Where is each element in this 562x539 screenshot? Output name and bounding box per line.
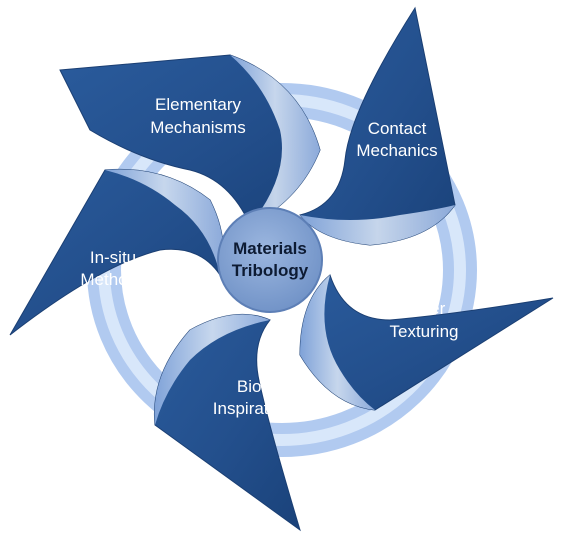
label-bio-line2: Inspiration bbox=[213, 399, 291, 418]
hub-label-line2: Tribology bbox=[232, 261, 309, 280]
hub-label-line1: Materials bbox=[233, 239, 307, 258]
label-insitu-line1: In-situ bbox=[90, 248, 136, 267]
label-insitu-line2: Methods bbox=[80, 270, 145, 289]
label-laser-line2: Texturing bbox=[390, 322, 459, 341]
hub bbox=[217, 207, 323, 313]
blade-contact-mechanics bbox=[299, 6, 456, 246]
blade-bio-inspiration bbox=[153, 313, 301, 532]
label-contact-line1: Contact bbox=[368, 119, 427, 138]
blade-laser-texturing bbox=[299, 274, 554, 411]
label-elementary-line1: Elementary bbox=[155, 95, 241, 114]
label-contact-line2: Mechanics bbox=[356, 141, 437, 160]
label-bio-line1: Bio- bbox=[237, 377, 267, 396]
label-elementary-line2: Mechanisms bbox=[150, 118, 245, 137]
label-laser-line1: Laser bbox=[403, 299, 446, 318]
